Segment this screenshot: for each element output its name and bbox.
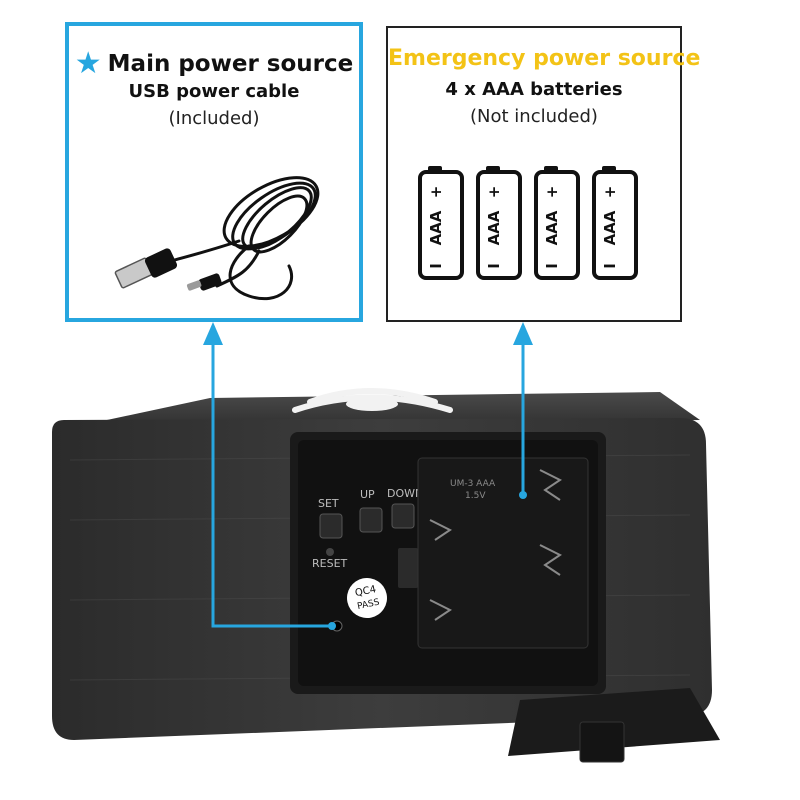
- battery-icon: + AAA I: [592, 166, 638, 280]
- wireless-charging-icon: [292, 388, 453, 413]
- battery-label: AAA: [485, 210, 503, 245]
- battery-label: AAA: [427, 210, 445, 245]
- battery-compartment: UM-3 AAA 1.5V: [417, 457, 589, 649]
- up-button: [359, 507, 383, 533]
- battery-plus: +: [427, 186, 445, 199]
- qc-pass-badge: QC4 PASS: [347, 578, 387, 618]
- set-label: SET: [318, 497, 339, 510]
- main-power-note: (Included): [168, 108, 260, 129]
- compartment-voltage: 1.5V: [465, 491, 486, 501]
- battery-label: AAA: [543, 210, 561, 245]
- switch-slot: [398, 548, 418, 588]
- main-power-title-row: ★Main power source: [69, 46, 359, 81]
- arrow-head-right: [513, 322, 533, 345]
- battery-minus: I: [543, 263, 561, 269]
- emergency-power-note: (Not included): [470, 106, 598, 127]
- compartment-label: UM-3 AAA: [450, 479, 496, 489]
- set-button: [319, 513, 343, 539]
- emergency-power-title: Emergency power source: [388, 46, 701, 71]
- emergency-power-subtitle: 4 x AAA batteries: [445, 79, 623, 100]
- battery-plus: +: [485, 186, 503, 199]
- battery-icon: + AAA I: [534, 166, 580, 280]
- arrow-dot-usb: [328, 622, 336, 630]
- badge-line2: PASS: [356, 598, 380, 613]
- battery-row: + AAA I + AAA I + AAA I +: [418, 166, 638, 280]
- usb-cable-icon: [114, 176, 320, 301]
- down-button: [391, 503, 415, 529]
- main-power-title: Main power source: [107, 51, 354, 77]
- battery-icon: + AAA I: [418, 166, 464, 280]
- battery-plus: +: [601, 186, 619, 199]
- main-power-callout: ★Main power source USB power cable (Incl…: [65, 22, 363, 322]
- reset-label: RESET: [312, 557, 348, 570]
- usb-plug: [114, 248, 178, 289]
- battery-label: AAA: [601, 210, 619, 245]
- battery-cover: [508, 688, 720, 763]
- up-label: UP: [360, 488, 375, 501]
- clock-photo: SET UP DOWN RESET QC4 PASS: [52, 322, 720, 763]
- arrow-dot-battery: [519, 491, 527, 499]
- battery-minus: I: [601, 263, 619, 269]
- reset-hole: [326, 548, 334, 556]
- battery-minus: I: [485, 263, 503, 269]
- battery-icon: + AAA I: [476, 166, 522, 280]
- battery-plus: +: [543, 186, 561, 199]
- main-power-arrow: [211, 340, 332, 628]
- callout-arrows: [211, 340, 525, 628]
- battery-minus: I: [427, 263, 445, 269]
- star-icon: ★: [74, 46, 102, 81]
- badge-line1: QC4: [354, 584, 377, 599]
- main-power-subtitle: USB power cable: [128, 81, 300, 102]
- arrow-head-left: [203, 322, 223, 345]
- down-label: DOWN: [387, 487, 423, 500]
- emergency-power-callout: Emergency power source 4 x AAA batteries…: [386, 26, 701, 322]
